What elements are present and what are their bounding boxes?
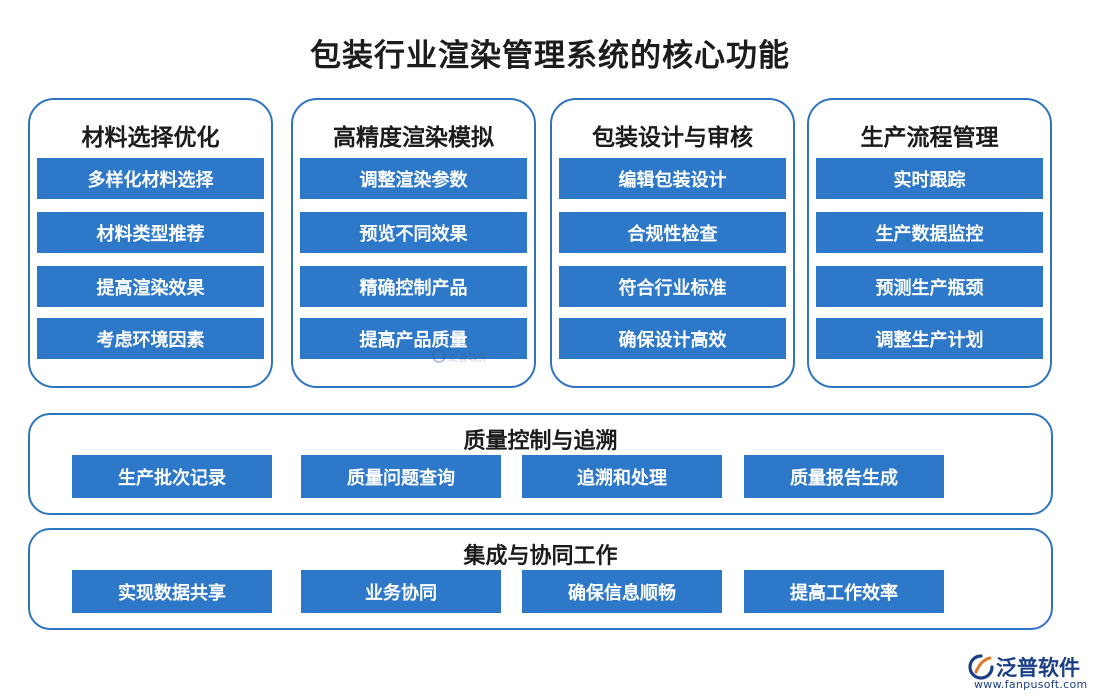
feature-item: 确保信息顺畅 xyxy=(522,570,722,613)
column-title: 包装设计与审核 xyxy=(592,125,753,151)
column-production-management: 生产流程管理 实时跟踪 生产数据监控 预测生产瓶颈 调整生产计划 xyxy=(807,98,1052,388)
feature-item: 生产数据监控 xyxy=(816,212,1043,253)
feature-item: 调整生产计划 xyxy=(816,318,1043,359)
feature-item: 提高工作效率 xyxy=(744,570,944,613)
brand-logo: 泛普软件 www.fanpusoft.com xyxy=(968,650,1093,692)
column-rendering-simulation: 高精度渲染模拟 调整渲染参数 预览不同效果 精确控制产品 提高产品质量 xyxy=(291,98,536,388)
page-title: 包装行业渲染管理系统的核心功能 xyxy=(310,38,790,74)
feature-item: 多样化材料选择 xyxy=(37,158,264,199)
feature-item: 考虑环境因素 xyxy=(37,318,264,359)
feature-item: 确保设计高效 xyxy=(559,318,786,359)
feature-item: 提高渲染效果 xyxy=(37,266,264,307)
row-title: 质量控制与追溯 xyxy=(463,429,618,454)
feature-item: 提高产品质量 xyxy=(300,318,527,359)
logo-mark-icon xyxy=(968,654,994,680)
feature-item: 实时跟踪 xyxy=(816,158,1043,199)
row-title: 集成与协同工作 xyxy=(463,544,618,569)
column-title: 高精度渲染模拟 xyxy=(333,125,494,151)
watermark-name: 泛普软件 xyxy=(448,353,488,364)
feature-item: 编辑包装设计 xyxy=(559,158,786,199)
feature-item: 合规性检查 xyxy=(559,212,786,253)
column-material-selection: 材料选择优化 多样化材料选择 材料类型推荐 提高渲染效果 考虑环境因素 xyxy=(28,98,273,388)
row-integration: 集成与协同工作 实现数据共享 业务协同 确保信息顺畅 提高工作效率 xyxy=(28,528,1053,630)
watermark: 泛普软件 xyxy=(432,348,502,364)
feature-item: 材料类型推荐 xyxy=(37,212,264,253)
column-design-review: 包装设计与审核 编辑包装设计 合规性检查 符合行业标准 确保设计高效 xyxy=(550,98,795,388)
feature-item: 精确控制产品 xyxy=(300,266,527,307)
feature-item: 符合行业标准 xyxy=(559,266,786,307)
feature-item: 预览不同效果 xyxy=(300,212,527,253)
column-title: 材料选择优化 xyxy=(81,125,220,151)
feature-item: 生产批次记录 xyxy=(72,455,272,498)
logo-name: 泛普软件 xyxy=(996,656,1080,680)
row-quality-control: 质量控制与追溯 生产批次记录 质量问题查询 追溯和处理 质量报告生成 xyxy=(28,413,1053,515)
watermark-logo-icon xyxy=(432,349,446,363)
feature-item: 预测生产瓶颈 xyxy=(816,266,1043,307)
feature-item: 实现数据共享 xyxy=(72,570,272,613)
feature-item: 质量问题查询 xyxy=(301,455,501,498)
feature-item: 追溯和处理 xyxy=(522,455,722,498)
feature-item: 质量报告生成 xyxy=(744,455,944,498)
feature-item: 调整渲染参数 xyxy=(300,158,527,199)
column-title: 生产流程管理 xyxy=(860,125,999,151)
logo-url: www.fanpusoft.com xyxy=(974,678,1088,691)
feature-item: 业务协同 xyxy=(301,570,501,613)
